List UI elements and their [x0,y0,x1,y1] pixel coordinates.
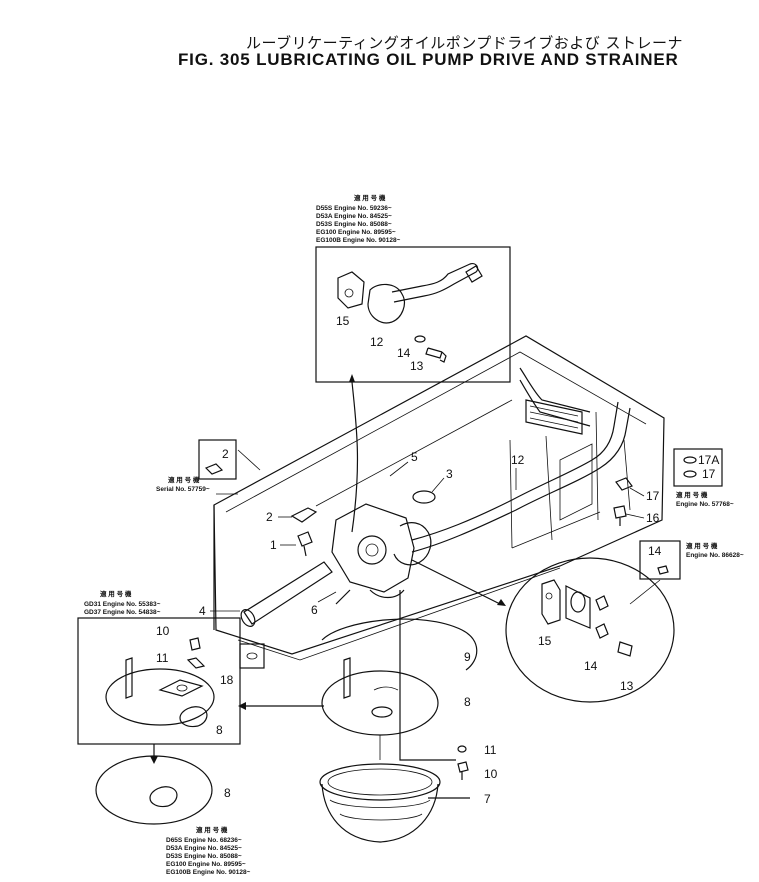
callout-15-right: 15 [538,634,552,648]
oil-pump-body [331,503,432,599]
strainer-bowl-7 [319,763,441,801]
gd-note-line-1: GD31 Engine No. 55383~ [84,601,161,608]
callout-18: 18 [220,673,234,687]
top-applicability-note: 適 用 号 機 D55S Engine No. 59236~ D53A Engi… [316,193,401,244]
right-14-note-header: 適 用 号 機 [686,541,718,550]
callout-2: 2 [266,510,273,524]
callout-10-inset: 10 [156,624,170,638]
callout-17a-box: 17A [698,453,719,467]
svg-text:EG100B Engine No. 90128~: EG100B Engine No. 90128~ [166,869,251,876]
center-strainer-assembly: 9 8 11 10 7 [319,590,498,843]
detail-box-14: 14 [639,540,681,580]
housing-12-top [367,283,405,324]
callout-12-top: 12 [370,335,384,349]
callout-11-inset: 11 [156,651,169,665]
ring-9 [321,618,478,671]
bolt-16 [613,505,627,526]
pipe-strainer-screen [525,399,583,435]
bolt-1 [297,531,313,557]
lower-left-plate: 8 [95,755,231,825]
callout-4: 4 [199,604,206,618]
callout-11-center: 11 [484,743,497,757]
title-japanese: ルーブリケーティングオイルポンプドライブおよび ストレーナ [246,34,684,52]
oil-pan [213,335,665,661]
left-note-line: Serial No. 57759~ [156,486,210,493]
leader-arrow-right [411,559,501,605]
callout-15-top: 15 [336,314,350,328]
lock-plate-2 [290,507,318,523]
detail-box-2: 2 [198,439,237,480]
right-ellipse-inset: 15 14 13 [505,557,675,703]
svg-text:適 用 号 機: 適 用 号 機 [196,825,228,834]
gd-variant-inset: 10 11 18 8 [77,617,265,745]
svg-text:D53S Engine No. 85088~: D53S Engine No. 85088~ [166,853,242,860]
svg-text:EG100 Engine No. 89595~: EG100 Engine No. 89595~ [316,229,396,236]
callout-13-top: 13 [410,359,424,373]
callout-8-inset: 8 [216,723,223,737]
callout-3: 3 [446,467,453,481]
gasket-3 [412,490,436,504]
callout-7: 7 [484,792,491,806]
callout-8-center: 8 [464,695,471,709]
main-callouts: 2 1 4 6 5 3 12 17 16 [199,449,660,618]
leader-arrow-top [351,381,359,533]
svg-text:D53A Engine No. 84525~: D53A Engine No. 84525~ [316,213,392,220]
left-note-header: 適 用 号 機 [168,475,200,484]
callout-2-box: 2 [222,447,229,461]
top-inset: 15 12 14 13 [315,246,511,383]
callout-17-box: 17 [702,467,716,481]
bottom-applicability-note: 適 用 号 機 D65S Engine No. 68236~ D53A Engi… [166,825,251,876]
svg-text:D53A Engine No. 84525~: D53A Engine No. 84525~ [166,845,242,852]
gd-note-line-2: GD37 Engine No. 54838~ [84,609,161,616]
right-14-note-line: Engine No. 86628~ [686,552,744,559]
callout-8-lower: 8 [224,786,231,800]
bracket-17 [615,477,633,491]
svg-text:EG100 Engine No. 89595~: EG100 Engine No. 89595~ [166,861,246,868]
callout-12: 12 [511,453,525,467]
callout-14-top: 14 [397,346,411,360]
callout-14-right: 14 [584,659,598,673]
callout-17: 17 [646,489,660,503]
drive-shaft-4 [240,561,351,627]
right-17-note-header: 適 用 号 機 [676,490,708,499]
svg-text:適 用 号 機: 適 用 号 機 [354,193,386,202]
svg-text:D55S Engine No. 59236~: D55S Engine No. 59236~ [316,205,392,212]
suction-pipe-12 [411,367,631,553]
callout-14-box: 14 [648,544,662,558]
detail-box-17: 17A 17 [673,448,723,487]
gd-note-header: 適 用 号 機 [100,589,132,598]
right-17-note-line: Engine No. 57768~ [676,501,734,508]
svg-text:D65S Engine No. 68236~: D65S Engine No. 68236~ [166,837,242,844]
svg-text:D53S Engine No. 85088~: D53S Engine No. 85088~ [316,221,392,228]
callout-1: 1 [270,538,277,552]
callout-10-center: 10 [484,767,498,781]
flange-15-top [337,271,365,309]
callout-16: 16 [646,511,660,525]
callout-13-right: 13 [620,679,634,693]
callout-5: 5 [411,450,418,464]
svg-text:EG100B Engine No. 90128~: EG100B Engine No. 90128~ [316,237,401,244]
plate-8 [321,670,439,736]
callout-6: 6 [311,603,318,617]
figure-title: FIG. 305 LUBRICATING OIL PUMP DRIVE AND … [178,50,679,69]
callout-9: 9 [464,650,471,664]
